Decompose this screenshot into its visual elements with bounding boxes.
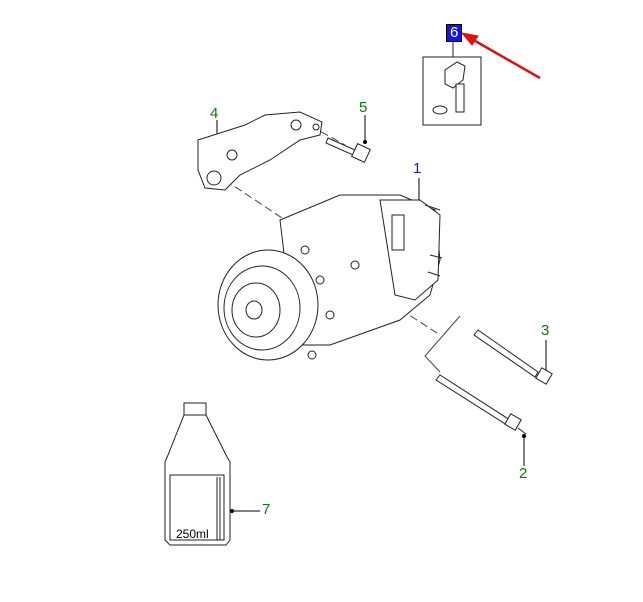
part-5-bolt <box>325 137 371 163</box>
part-4-bracket <box>197 111 323 191</box>
part-1-compressor <box>217 194 443 361</box>
part-2-bolt <box>435 374 527 435</box>
part-6-connector <box>422 42 482 126</box>
callout-2[interactable]: 2 <box>519 465 528 482</box>
red-pointer-arrow <box>460 32 541 80</box>
callout-3[interactable]: 3 <box>541 322 550 339</box>
callout-4[interactable]: 4 <box>210 105 219 122</box>
callout-1[interactable]: 1 <box>413 160 422 177</box>
callout-6-selected[interactable]: 6 <box>446 24 463 42</box>
callout-7[interactable]: 7 <box>262 501 271 518</box>
bottle-volume-label: 250ml <box>176 527 209 541</box>
part-7-oil-bottle <box>164 402 231 546</box>
part-3-bolt <box>473 329 553 385</box>
bolt-group-bracket <box>424 315 461 373</box>
callout-5[interactable]: 5 <box>359 99 368 116</box>
